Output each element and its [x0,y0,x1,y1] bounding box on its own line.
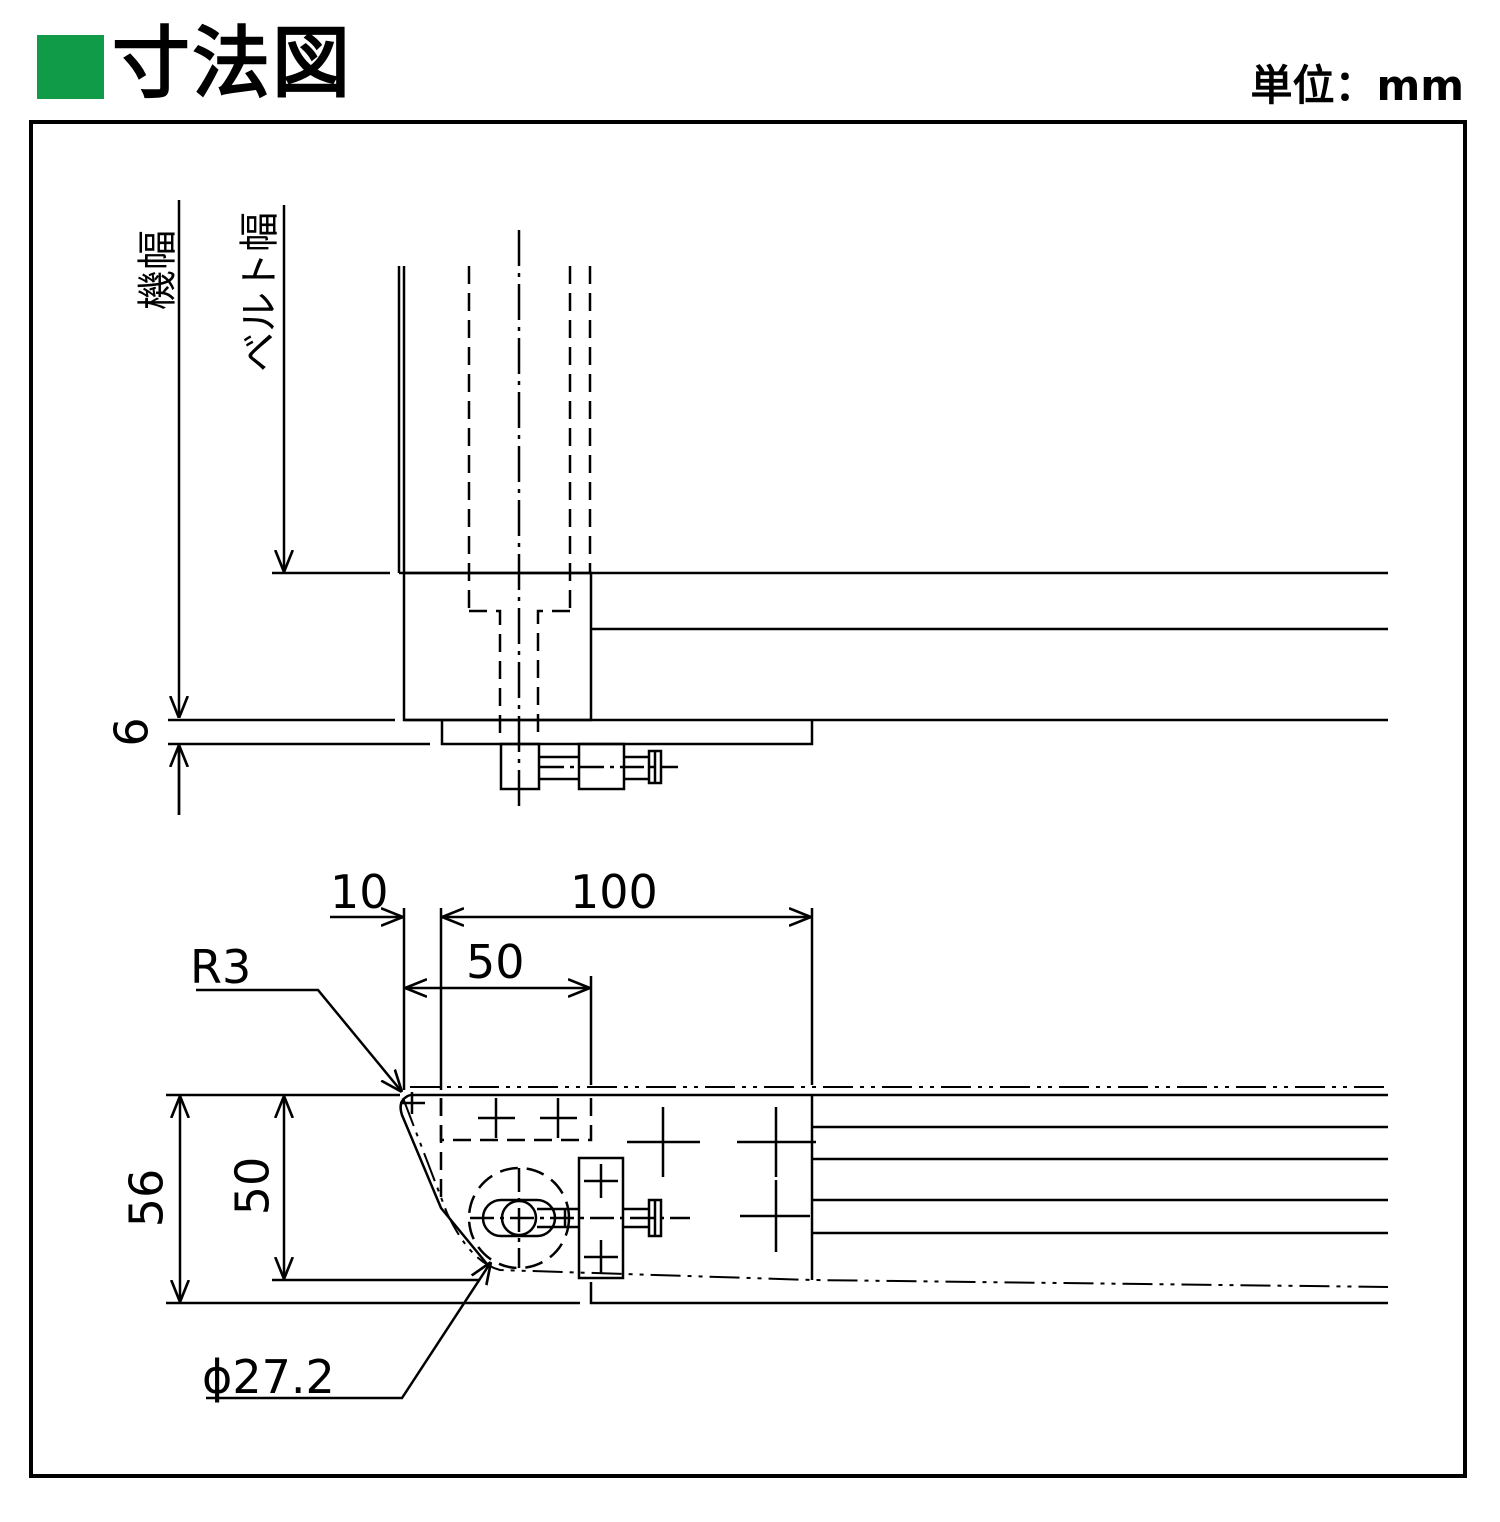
svg-text:6: 6 [105,717,159,746]
dim-100-label: 100 [570,865,658,919]
r3-label: R3 [190,940,251,994]
title-marker-square [37,35,104,99]
diameter-leader [206,1262,491,1400]
svg-text:50: 50 [226,1157,280,1216]
end-plate-outline [399,1093,488,1265]
diameter-label: ϕ27.2 [202,1350,335,1404]
r3-leader [196,988,402,1092]
svg-text:機幅: 機幅 [135,230,181,310]
dim-6-label: 6 [105,717,159,746]
dim-50-h-label: 50 [466,935,525,989]
end-block [402,571,593,722]
bearing-block [499,742,541,791]
drawing-frame [29,120,1467,1478]
side-bottom-line [589,1282,1388,1305]
machine-width-label: 機幅 [135,230,181,310]
dim-56-label: 56 [120,1169,174,1228]
unit-label: 単位：mm [1250,61,1464,110]
tension-block-side [577,1156,625,1280]
hole-markers [400,1092,816,1274]
belt-width-label: ベルト幅 [237,212,283,372]
dim-10-label: 10 [330,865,389,919]
svg-text:56: 56 [120,1169,174,1228]
dim-50-v-label: 50 [226,1157,280,1216]
bottom-plate [440,720,814,746]
svg-text:ベルト幅: ベルト幅 [237,212,283,372]
page-title: 寸法図 [112,19,353,109]
bearing-slot [481,1198,557,1238]
